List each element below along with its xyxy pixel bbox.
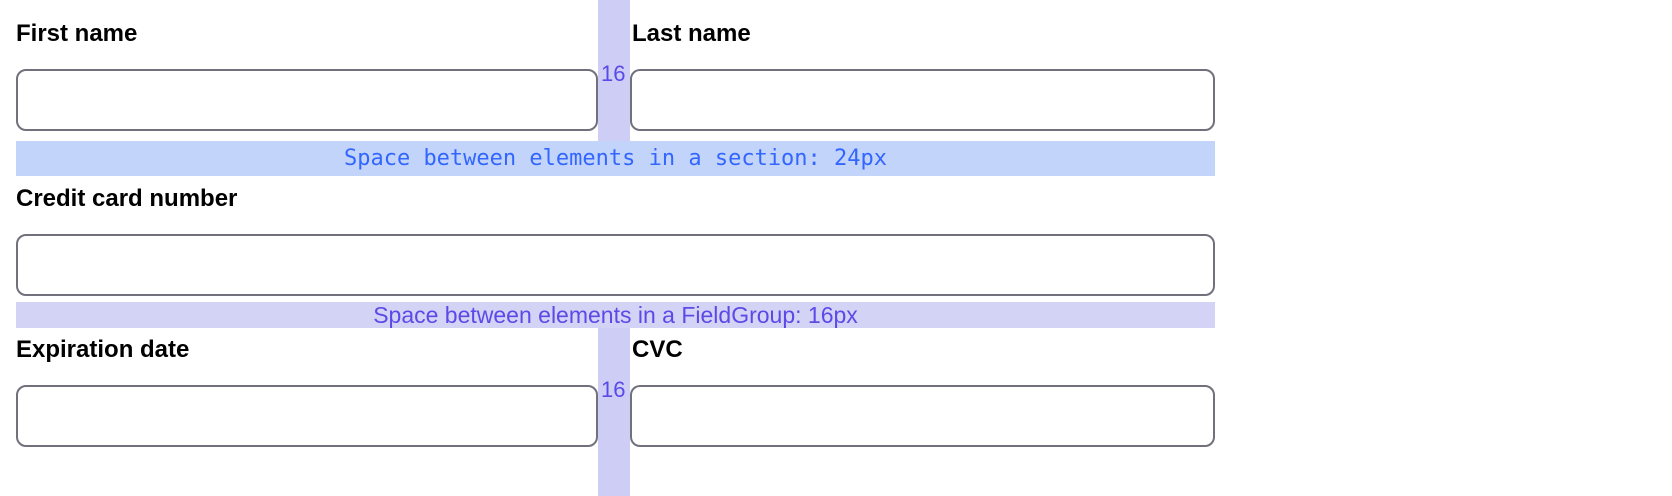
credit-card-number-input[interactable] bbox=[16, 234, 1215, 296]
column-gap-label-top: 16 bbox=[601, 61, 626, 86]
cvc-input[interactable] bbox=[630, 385, 1215, 447]
fieldgroup-spacing-label: Space between elements in a FieldGroup: … bbox=[373, 301, 858, 328]
first-name-label: First name bbox=[16, 20, 138, 47]
last-name-input[interactable] bbox=[630, 69, 1215, 131]
section-spacing-band: Space between elements in a section: 24p… bbox=[16, 141, 1215, 176]
expiration-date-input[interactable] bbox=[16, 385, 598, 447]
column-gap-strip-bottom bbox=[598, 328, 630, 496]
first-name-input[interactable] bbox=[16, 69, 598, 131]
section-spacing-label: Space between elements in a section: 24p… bbox=[343, 145, 888, 171]
column-gap-strip-top bbox=[598, 0, 630, 141]
cvc-label: CVC bbox=[632, 336, 683, 363]
last-name-label: Last name bbox=[632, 20, 751, 47]
fieldgroup-spacing-band: Space between elements in a FieldGroup: … bbox=[16, 302, 1215, 328]
expiration-date-label: Expiration date bbox=[16, 336, 190, 363]
credit-card-number-label: Credit card number bbox=[16, 185, 238, 212]
column-gap-label-bottom: 16 bbox=[601, 377, 626, 402]
